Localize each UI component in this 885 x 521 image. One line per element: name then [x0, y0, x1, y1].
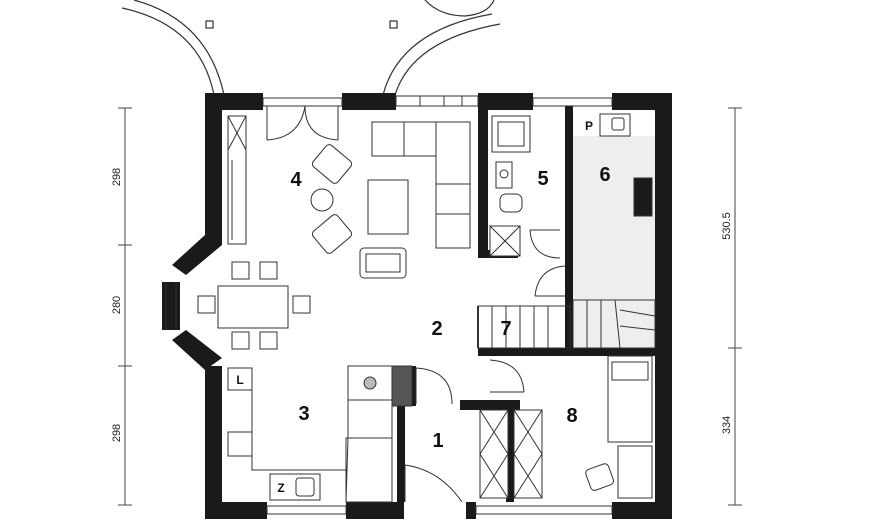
room-4-label: 4 — [290, 169, 302, 191]
dining-furniture — [197, 261, 311, 350]
utility-fixtures — [599, 113, 653, 217]
exterior-walls — [162, 93, 672, 519]
stairs — [477, 299, 656, 349]
room-2-label: 2 — [431, 318, 443, 340]
dimension-right-bottom: 334 — [721, 415, 733, 435]
dimension-right-top: 530.5 — [721, 212, 733, 240]
room-6-label: 6 — [599, 164, 611, 186]
dimension-lines — [118, 107, 742, 506]
dimension-left-top: 298 — [111, 167, 123, 187]
bathroom-fixtures — [489, 115, 531, 257]
doors — [266, 105, 566, 503]
outdoor-arcs — [121, 0, 501, 96]
living-furniture — [227, 115, 471, 279]
boiler-marker: P — [584, 119, 594, 133]
room-7-label: 7 — [500, 318, 512, 340]
room-6-floor — [571, 136, 655, 348]
room-8-label: 8 — [566, 405, 578, 427]
room-3-label: 3 — [298, 403, 310, 425]
refrigerator-marker: Z — [277, 481, 285, 495]
room-5-label: 5 — [537, 168, 549, 190]
room-1-label: 1 — [432, 430, 444, 452]
laundry-marker: L — [236, 373, 244, 387]
windows — [165, 95, 613, 515]
bedroom-furniture — [585, 355, 653, 499]
hall-wardrobes — [479, 409, 543, 499]
dimension-left-middle: 280 — [111, 295, 123, 315]
kitchen-furniture — [227, 365, 413, 503]
dimension-left-bottom: 298 — [111, 423, 123, 443]
